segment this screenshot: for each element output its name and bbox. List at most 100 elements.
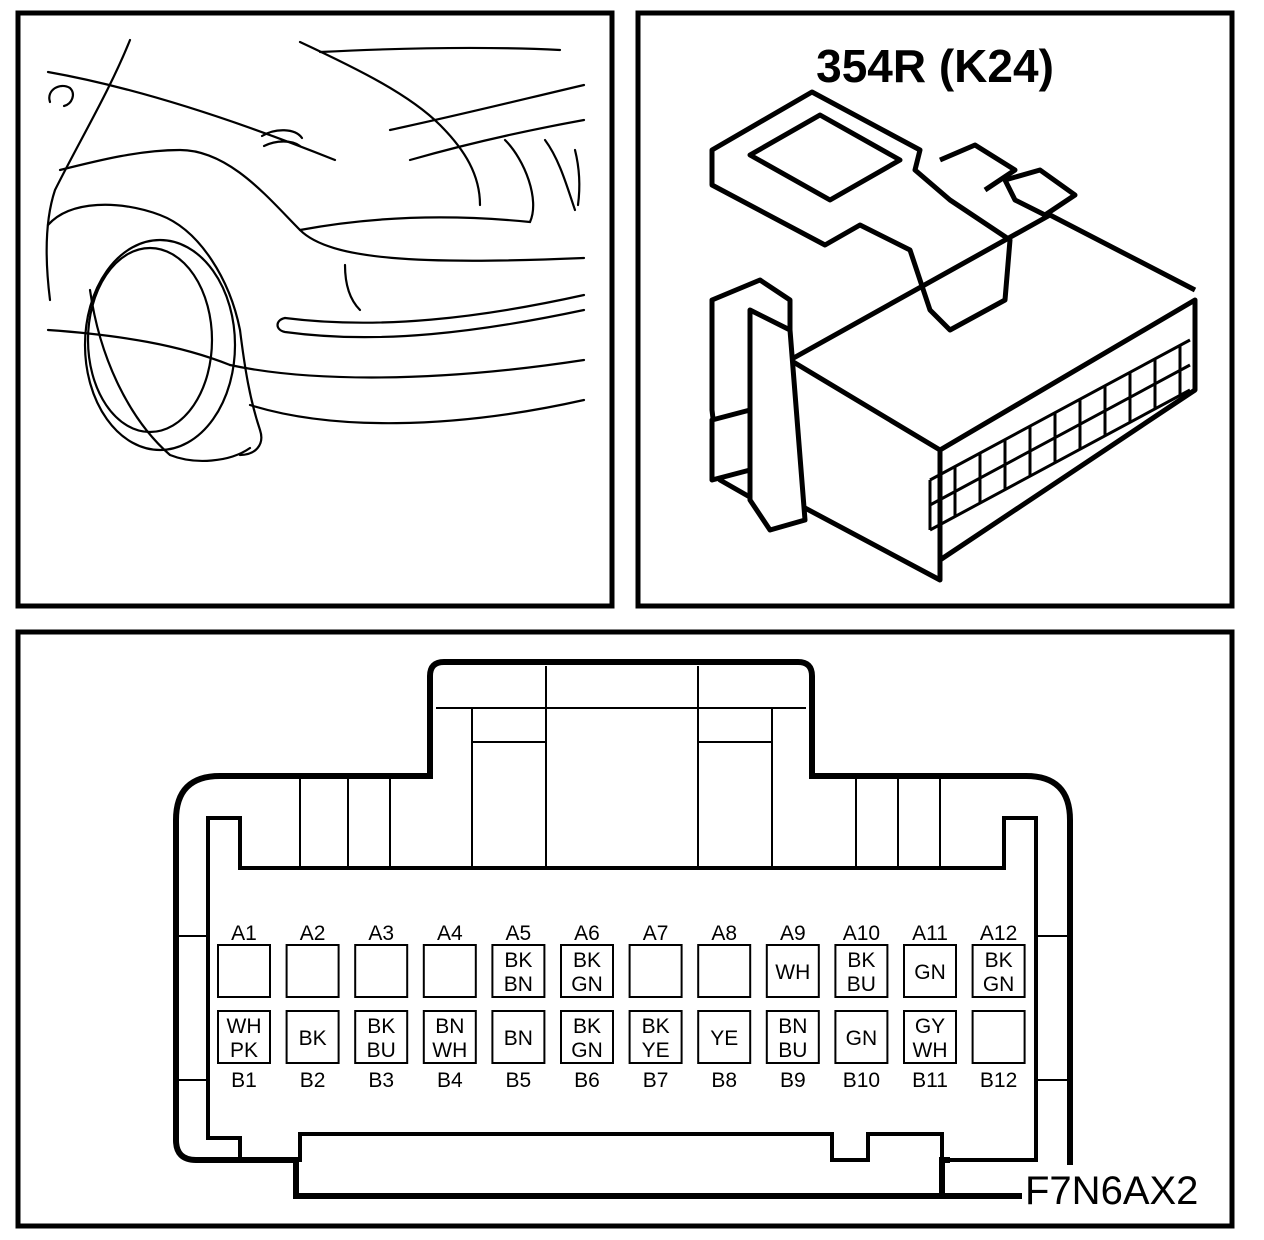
pin-label: B6 (574, 1069, 600, 1092)
pin-cavity-a4: A4 (422, 922, 477, 998)
pin-box (491, 1010, 546, 1064)
figure-code: F7N6AX2 (1025, 1169, 1198, 1213)
wire-color: WH (227, 1015, 262, 1038)
pin-cavity-a2: A2 (285, 922, 340, 998)
wire-color: WH (775, 961, 810, 984)
pin-label: B10 (843, 1069, 880, 1092)
pin-label: A12 (980, 922, 1017, 945)
pin-box (971, 1010, 1026, 1064)
pin-box (628, 944, 683, 998)
pin-box (285, 944, 340, 998)
wire-color: GN (983, 973, 1015, 996)
connector-title: 354R (K24) (816, 40, 1054, 92)
wire-color: GY (915, 1015, 945, 1038)
pin-box (697, 1010, 752, 1064)
wire-color: BK (573, 949, 601, 972)
pin-cavity-b2: B2 BK (285, 1010, 340, 1092)
pin-label: A1 (231, 922, 257, 945)
pin-label: A4 (437, 922, 463, 945)
connector-3d-drawing (709, 89, 1198, 583)
wire-color: GN (571, 1039, 603, 1062)
pin-label: A7 (643, 922, 669, 945)
wire-color: BN (435, 1015, 464, 1038)
pin-label: B8 (711, 1069, 737, 1092)
pin-label: B3 (368, 1069, 394, 1092)
connector-3d-panel: 354R (K24) (635, 10, 1235, 609)
wire-color: WH (432, 1039, 467, 1062)
pin-label: A11 (912, 922, 948, 945)
pin-label: A10 (843, 922, 880, 945)
wire-color: BK (367, 1015, 395, 1038)
pin-label: B1 (231, 1069, 257, 1092)
connector-cavity-grid (928, 338, 1191, 532)
pin-label: B7 (643, 1069, 669, 1092)
pin-label: B12 (980, 1069, 1017, 1092)
pin-label: A6 (574, 922, 600, 945)
wire-color: PK (230, 1039, 258, 1062)
pin-label: B2 (300, 1069, 326, 1092)
pin-box (834, 1010, 889, 1064)
pin-label: B5 (506, 1069, 532, 1092)
pin-box (903, 944, 957, 998)
pin-label: B9 (780, 1069, 806, 1092)
pin-cavity-a7: A7 (628, 922, 683, 998)
pin-cavity-a1: A1 (217, 922, 271, 998)
pin-box (697, 944, 752, 998)
pin-box (422, 944, 477, 998)
pin-box (903, 1010, 957, 1064)
pin-box (560, 944, 614, 998)
wire-color: BN (778, 1015, 807, 1038)
wire-color: BK (573, 1015, 601, 1038)
wire-color: BN (504, 973, 533, 996)
pin-box (217, 1010, 271, 1064)
pin-box (422, 1010, 477, 1064)
wire-color: GN (914, 961, 946, 984)
pin-box (217, 944, 271, 998)
wire-color: BK (642, 1015, 670, 1038)
pin-label: A3 (368, 922, 394, 945)
pin-box (628, 1010, 683, 1064)
pin-box (834, 944, 889, 998)
pin-box (285, 1010, 340, 1064)
wire-color: BK (504, 949, 532, 972)
pin-box (354, 1010, 409, 1064)
wire-color: BU (847, 973, 876, 996)
wire-color: WH (913, 1039, 948, 1062)
wire-color: BU (778, 1039, 807, 1062)
pin-box (491, 944, 546, 998)
wire-color: BU (367, 1039, 396, 1062)
pin-cavity-a8: A8 (697, 922, 752, 998)
wire-color: BK (985, 949, 1013, 972)
vehicle-location-panel (15, 10, 615, 609)
vehicle-rear-drawing (45, 38, 586, 462)
pin-label: B4 (437, 1069, 463, 1092)
wire-color: YE (710, 1027, 738, 1050)
pin-cavity-b12: B12 (971, 1010, 1026, 1092)
pin-cavity-b8: B8 YE (697, 1010, 752, 1092)
wire-color: GN (571, 973, 603, 996)
pin-label: A2 (300, 922, 326, 945)
pin-box (765, 1010, 820, 1064)
pin-box (560, 1010, 614, 1064)
wire-color: BK (847, 949, 875, 972)
wire-color: BK (299, 1027, 327, 1050)
pin-box (765, 944, 820, 998)
pin-cavity-b10: B10 GN (834, 1010, 889, 1092)
wire-color: YE (642, 1039, 670, 1062)
pin-cavity-a3: A3 (354, 922, 409, 998)
wire-color: GN (846, 1027, 878, 1050)
